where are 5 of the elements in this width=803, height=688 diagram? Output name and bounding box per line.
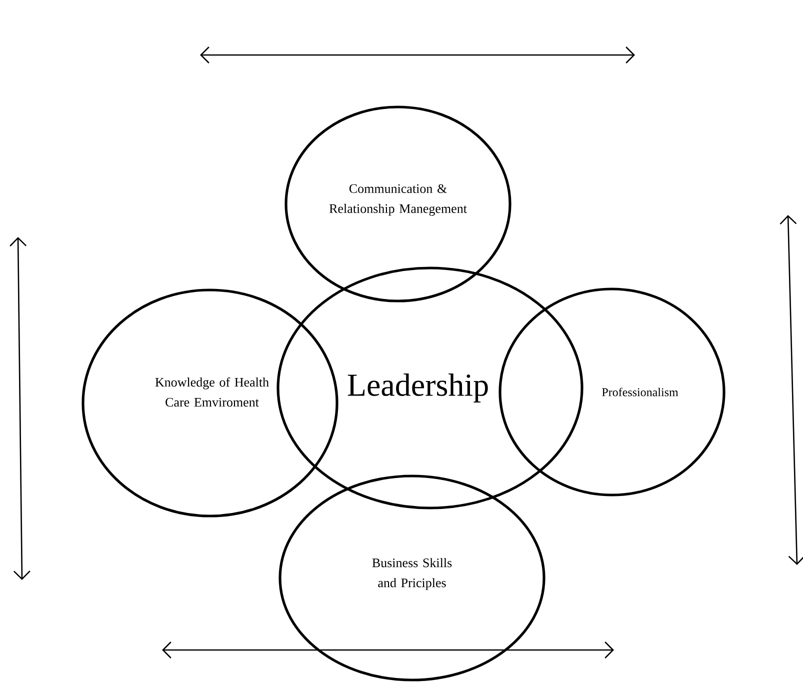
circle-node: Leadership xyxy=(276,266,584,510)
circle-node: Business Skills and Priciples xyxy=(278,474,546,682)
circle-node: Knowledge of Health Care Emviroment xyxy=(82,288,338,518)
circle-node: Professionalism xyxy=(498,288,726,496)
circle-node: Communication & Relationship Manegement xyxy=(284,106,512,302)
